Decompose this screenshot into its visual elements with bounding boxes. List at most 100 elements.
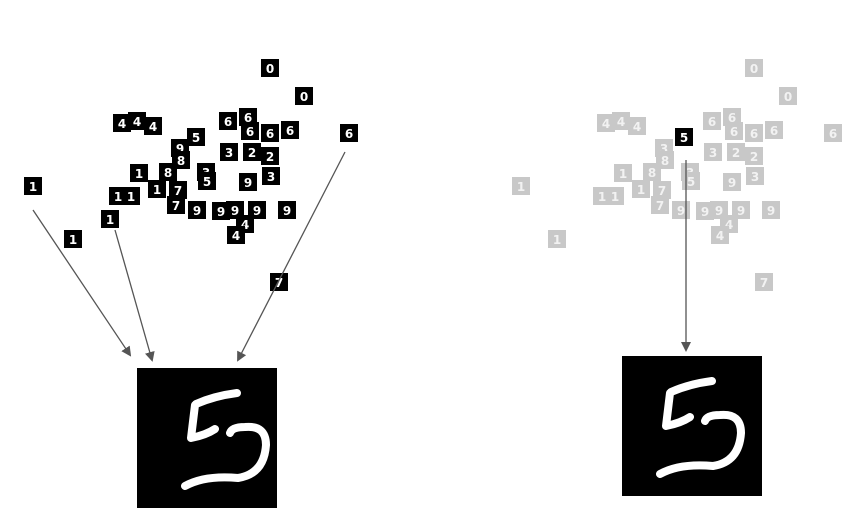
right-faded-thumb	[651, 196, 669, 214]
right-faded-digit: 4	[633, 120, 641, 134]
left-cluster-digit: 4	[118, 117, 126, 131]
left-cluster-digit: 1	[69, 233, 77, 247]
left-cluster-thumb	[239, 108, 257, 126]
right-faded-digit: 4	[617, 115, 625, 129]
left-cluster-thumb	[239, 173, 257, 191]
left-cluster-digit: 7	[174, 184, 182, 198]
left-cluster-thumb	[24, 177, 42, 195]
right-faded-thumb	[548, 230, 566, 248]
right-faded-digit: 7	[658, 184, 666, 198]
right-faded-thumb	[727, 143, 745, 161]
left-cluster-digit: 0	[300, 90, 308, 104]
left-cluster-thumb	[64, 230, 82, 248]
left-cluster-thumb	[262, 167, 280, 185]
right-faded-digit: 8	[648, 166, 656, 180]
left-arrow-1	[114, 229, 155, 362]
right-faded-digit: 2	[732, 146, 740, 160]
right-faded-digit: 3	[751, 170, 759, 184]
left-cluster-digit: 5	[203, 175, 211, 189]
right-faded-digit: 0	[750, 62, 758, 76]
left-cluster-digit: 6	[286, 124, 294, 138]
left-cluster-digit: 4	[133, 115, 141, 129]
left-cluster-thumb	[113, 114, 131, 132]
right-faded-thumb	[710, 201, 728, 219]
left-cluster-digit: 6	[224, 115, 232, 129]
right-faded-digit: 8	[661, 154, 669, 168]
right-faded-digit: 4	[716, 229, 724, 243]
right-faded-thumb	[779, 87, 797, 105]
right-highlight-thumb	[675, 128, 693, 146]
right-faded-digit: 9	[701, 205, 709, 219]
left-cluster-thumb	[226, 201, 244, 219]
right-faded-thumb	[762, 201, 780, 219]
left-cluster-thumb	[340, 124, 358, 142]
left-cluster-thumb	[219, 112, 237, 130]
right-faded-thumb	[703, 112, 721, 130]
left-cluster-digit: 2	[266, 150, 274, 164]
left-cluster-thumb	[159, 163, 177, 181]
right-faded-thumb	[746, 167, 764, 185]
left-cluster-digit: 9	[283, 204, 291, 218]
left-cluster-thumb	[148, 180, 166, 198]
right-faded-digit: 6	[730, 125, 738, 139]
left-cluster-digit: 6	[244, 111, 252, 125]
left-arrows	[32, 151, 346, 362]
left-cluster-digit: 1	[153, 183, 161, 197]
left-cluster-thumb	[227, 226, 245, 244]
left-cluster-thumb	[261, 147, 279, 165]
right-query-image: 5	[622, 356, 762, 496]
right-faded-digit: 1	[619, 167, 627, 181]
left-cluster-digit: 4	[232, 229, 240, 243]
left-cluster-thumb	[144, 117, 162, 135]
right-faded-digit: 7	[656, 199, 664, 213]
left-cluster-thumb	[212, 202, 230, 220]
left-cluster-digit: 5	[192, 131, 200, 145]
left-cluster-digit: 6	[266, 127, 274, 141]
right-faded-digit: 3	[709, 146, 717, 160]
right-faded-digit: 5	[687, 175, 695, 189]
right-faded-thumb	[653, 181, 671, 199]
left-arrow-2	[237, 151, 346, 362]
right-faded-thumb	[723, 108, 741, 126]
left-cluster-digit: 6	[246, 125, 254, 139]
right-faded-thumb	[643, 163, 661, 181]
left-cluster-thumb	[122, 187, 140, 205]
left-cluster-digit: 1	[114, 190, 122, 204]
right-faded-digit: 6	[770, 124, 778, 138]
left-cluster-thumb	[187, 128, 205, 146]
right-faded-thumb	[632, 180, 650, 198]
right-faded-digit: 7	[760, 276, 768, 290]
right-faded-thumb	[597, 114, 615, 132]
right-faded-thumb	[824, 124, 842, 142]
right-faded-digit: 6	[708, 115, 716, 129]
left-cluster-thumb	[261, 59, 279, 77]
right-faded-thumb	[606, 187, 624, 205]
left-cluster-thumb	[198, 172, 216, 190]
left-cluster-thumb	[241, 122, 259, 140]
right-faded-thumb	[612, 112, 630, 130]
left-cluster-digit: 9	[176, 142, 184, 156]
right-digit-cluster: 00444386666632231835111779999449911765	[512, 59, 842, 291]
right-faded-digit: 2	[750, 150, 758, 164]
left-cluster-digit: 7	[172, 199, 180, 213]
left-cluster-digit: 2	[248, 146, 256, 160]
left-cluster-digit: 9	[253, 204, 261, 218]
left-query-image: 5	[137, 368, 277, 508]
right-faded-thumb	[512, 177, 530, 195]
left-cluster-thumb	[270, 273, 288, 291]
right-faded-digit: 6	[750, 127, 758, 141]
left-cluster-thumb	[281, 121, 299, 139]
right-faded-thumb	[723, 173, 741, 191]
left-cluster-thumb	[243, 143, 261, 161]
right-faded-digit: 1	[553, 233, 561, 247]
right-faded-thumb	[745, 147, 763, 165]
left-cluster-digit: 4	[149, 120, 157, 134]
right-faded-thumb	[745, 124, 763, 142]
left-cluster-digit: 3	[225, 146, 233, 160]
left-cluster-digit: 9	[244, 176, 252, 190]
right-faded-thumb	[628, 117, 646, 135]
left-cluster-digit: 0	[266, 62, 274, 76]
right-faded-digit: 9	[728, 176, 736, 190]
right-faded-digit: 6	[829, 127, 837, 141]
